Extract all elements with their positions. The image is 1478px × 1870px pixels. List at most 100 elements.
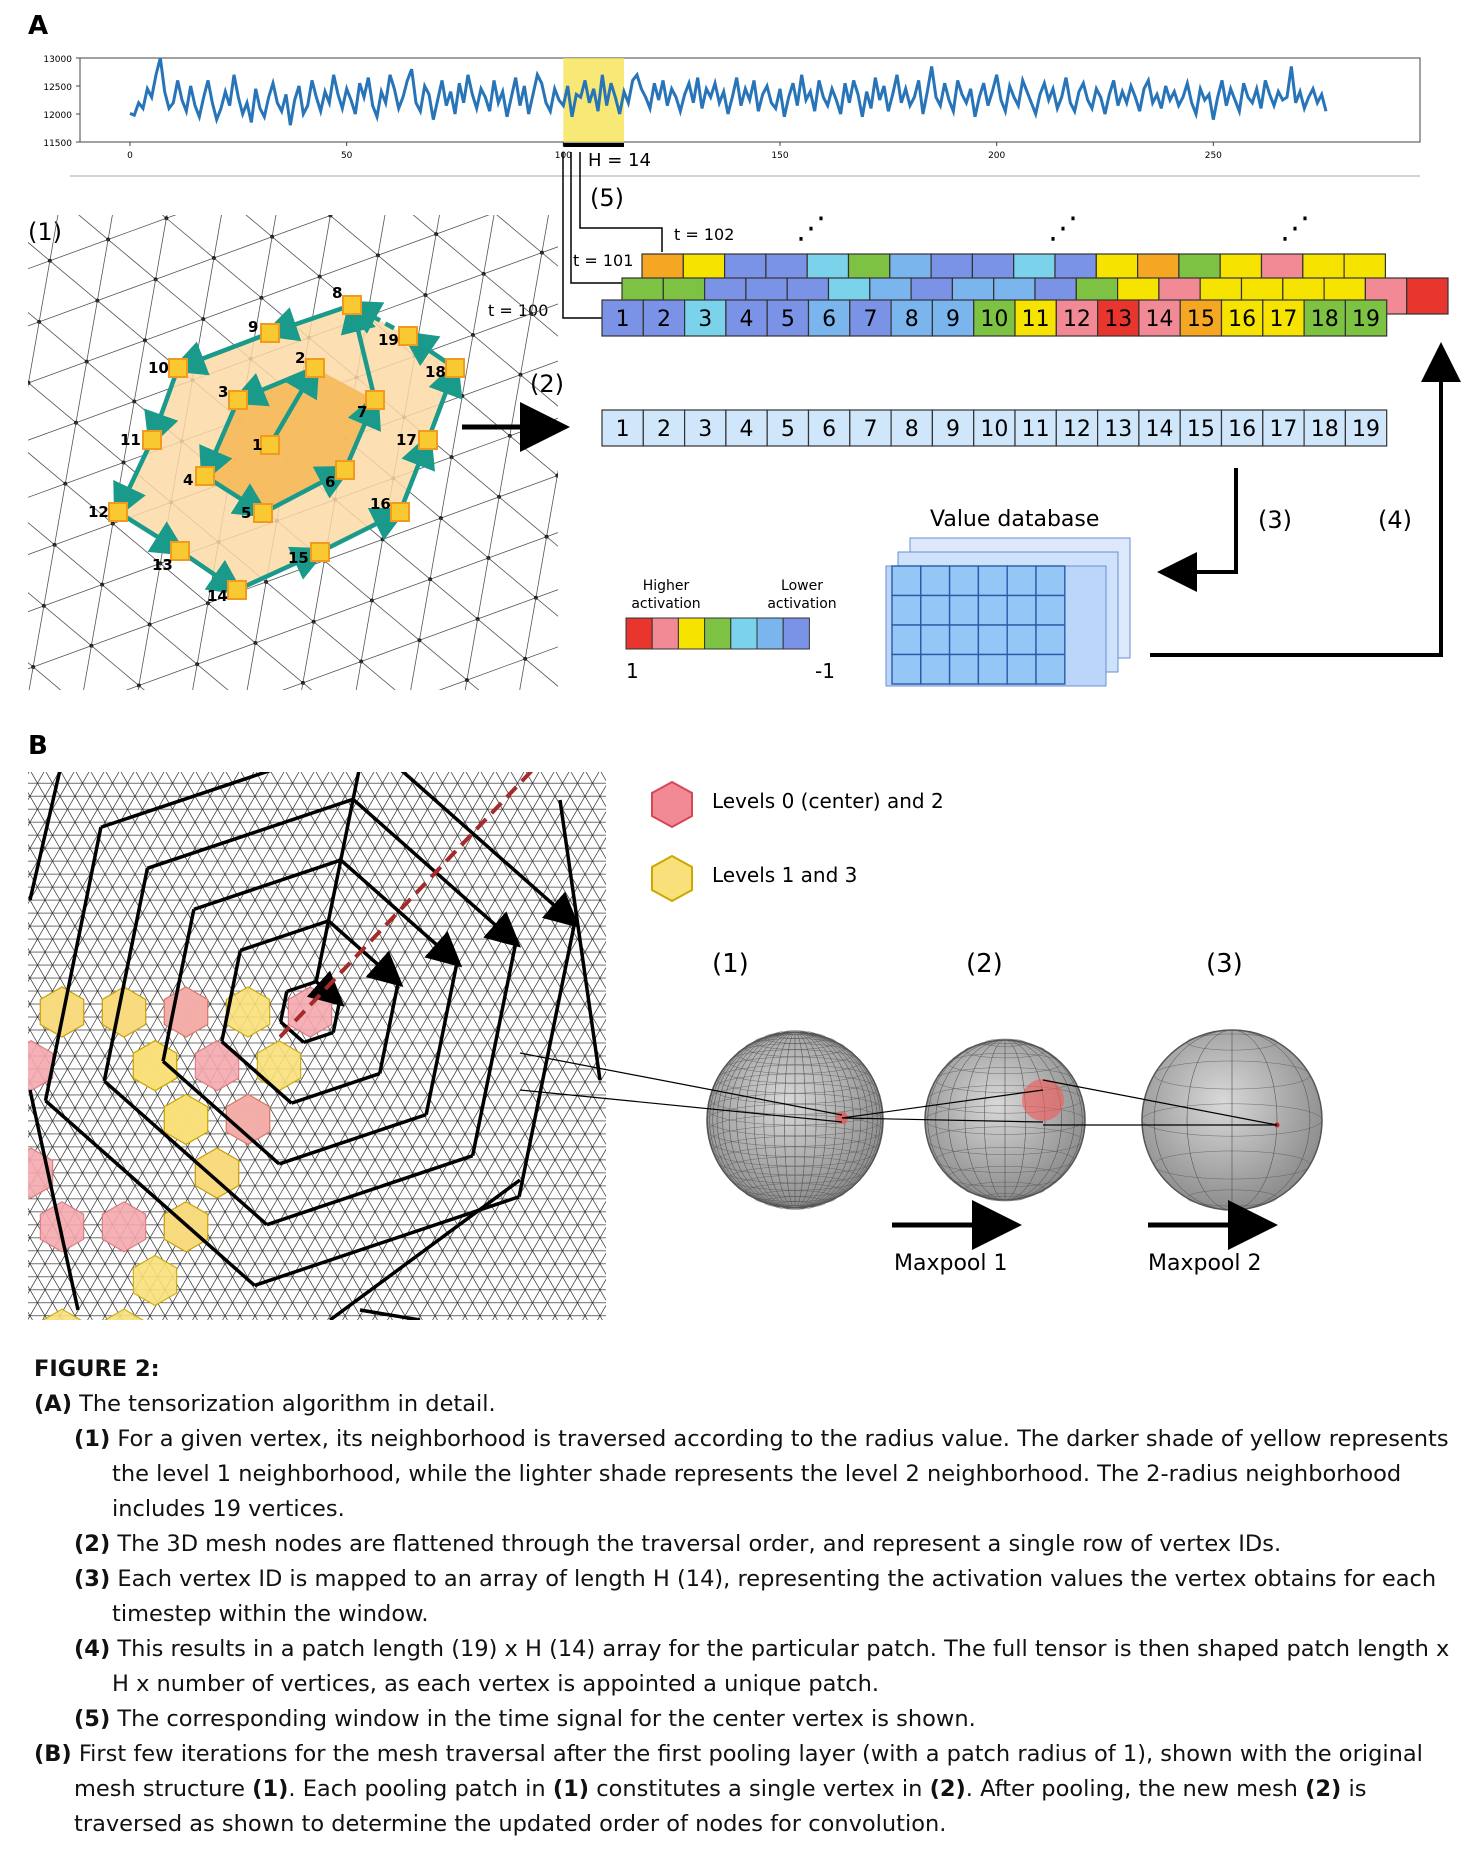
mesh-vertex — [618, 736, 622, 740]
mesh-edge — [382, 772, 390, 784]
mesh-edge — [539, 834, 548, 849]
mesh-edge — [52, 912, 61, 927]
mesh-edge — [764, 168, 775, 229]
mesh-edge — [0, 900, 8, 913]
mesh-vertex — [825, 489, 829, 493]
mesh-edge — [377, 215, 386, 256]
mesh-edge — [623, 822, 631, 835]
mesh-edge — [68, 757, 76, 770]
row-plain-id: 17 — [1269, 417, 1297, 442]
mesh-edge — [427, 772, 435, 784]
mesh-edge — [28, 796, 31, 801]
mesh-edge — [717, 168, 775, 189]
mesh-edge — [112, 860, 121, 875]
mesh-edge — [524, 938, 533, 953]
mesh-edge — [419, 579, 431, 641]
mesh-edge — [104, 860, 113, 875]
mesh-edge — [700, 574, 758, 595]
mesh-node-label: 5 — [241, 504, 251, 522]
t102-label: t = 102 — [674, 225, 734, 244]
mesh-edge — [143, 757, 151, 770]
mesh-edge — [569, 796, 578, 810]
mesh-edge — [239, 808, 248, 823]
mesh-edge — [517, 886, 526, 901]
mesh-edge — [658, 149, 669, 210]
mesh-edge — [554, 821, 563, 836]
mesh-edge — [301, 682, 304, 690]
mesh-node — [335, 460, 355, 480]
mesh-edge — [196, 603, 209, 665]
mesh-edge — [632, 27, 690, 48]
mesh-edge — [142, 964, 151, 979]
row-front-cell — [725, 299, 768, 337]
mesh-edge — [292, 886, 301, 901]
mesh-edge — [292, 783, 301, 797]
mesh-edge — [192, 664, 198, 690]
mesh-edge — [732, 351, 743, 412]
mesh-edge — [186, 725, 234, 765]
mesh-edge — [128, 725, 186, 746]
mesh-vertex — [667, 147, 671, 151]
mesh-edge — [82, 783, 91, 797]
mesh-edge — [166, 217, 215, 259]
mesh-edge — [83, 757, 91, 770]
row-front-id: 12 — [1063, 307, 1091, 332]
mesh-edge — [382, 873, 391, 888]
mesh-edge — [166, 215, 177, 219]
mesh-edge — [0, 874, 8, 887]
mesh-edge — [187, 821, 196, 836]
mesh-edge — [284, 821, 293, 836]
mesh-edge — [187, 772, 195, 784]
row-plain-id: 1 — [616, 417, 630, 442]
mesh-edge — [442, 860, 451, 875]
mesh-edge — [0, 120, 13, 160]
mesh-edge — [404, 951, 413, 966]
mesh-edge — [180, 757, 188, 770]
db-cell — [1006, 624, 1037, 656]
mesh-edge — [28, 605, 44, 613]
mesh-edge — [232, 783, 241, 797]
mesh-edge — [479, 964, 488, 979]
mesh-edge — [464, 680, 468, 690]
mesh-edge — [382, 860, 391, 875]
mesh-edge — [44, 860, 53, 875]
pooled-mesh-traversal — [0, 744, 631, 1320]
mesh-edge — [479, 847, 488, 862]
mesh-edge — [539, 796, 548, 810]
mesh-edge — [2, 160, 13, 221]
mesh-edge — [93, 0, 104, 17]
mesh-edge — [570, 772, 578, 784]
mesh-edge — [337, 938, 346, 953]
mesh-edge — [37, 912, 46, 927]
mesh-edge — [622, 109, 670, 149]
mesh-edge — [209, 847, 218, 862]
mesh-edge — [209, 964, 218, 979]
mesh-edge — [104, 834, 113, 849]
mesh-edge — [367, 783, 376, 797]
mesh-edge — [8, 822, 16, 835]
mesh-edge — [217, 938, 226, 953]
mesh-edge — [282, 682, 304, 690]
mesh-edge — [480, 744, 488, 757]
mesh-edge — [509, 964, 518, 979]
mesh-edge — [330, 215, 379, 256]
mesh-edge — [209, 0, 257, 14]
mesh-edge — [142, 938, 151, 953]
mesh-edge — [53, 757, 61, 770]
mesh-edge — [599, 863, 606, 875]
mesh-edge — [304, 0, 315, 54]
mesh-edge — [28, 544, 55, 555]
mesh-edge — [263, 757, 271, 770]
y-tick-label: 12000 — [43, 111, 72, 121]
mesh-edge — [535, 536, 548, 598]
mesh-edge — [412, 834, 421, 849]
mesh-edge — [28, 843, 31, 849]
mesh-edge — [585, 8, 633, 48]
mesh-edge — [262, 964, 271, 979]
mesh-edge — [233, 744, 241, 757]
mesh-edge — [480, 772, 488, 784]
mesh-edge — [314, 899, 323, 914]
mesh-edge — [149, 886, 158, 901]
mesh-edge — [585, 757, 593, 770]
mesh-edge — [107, 217, 167, 240]
